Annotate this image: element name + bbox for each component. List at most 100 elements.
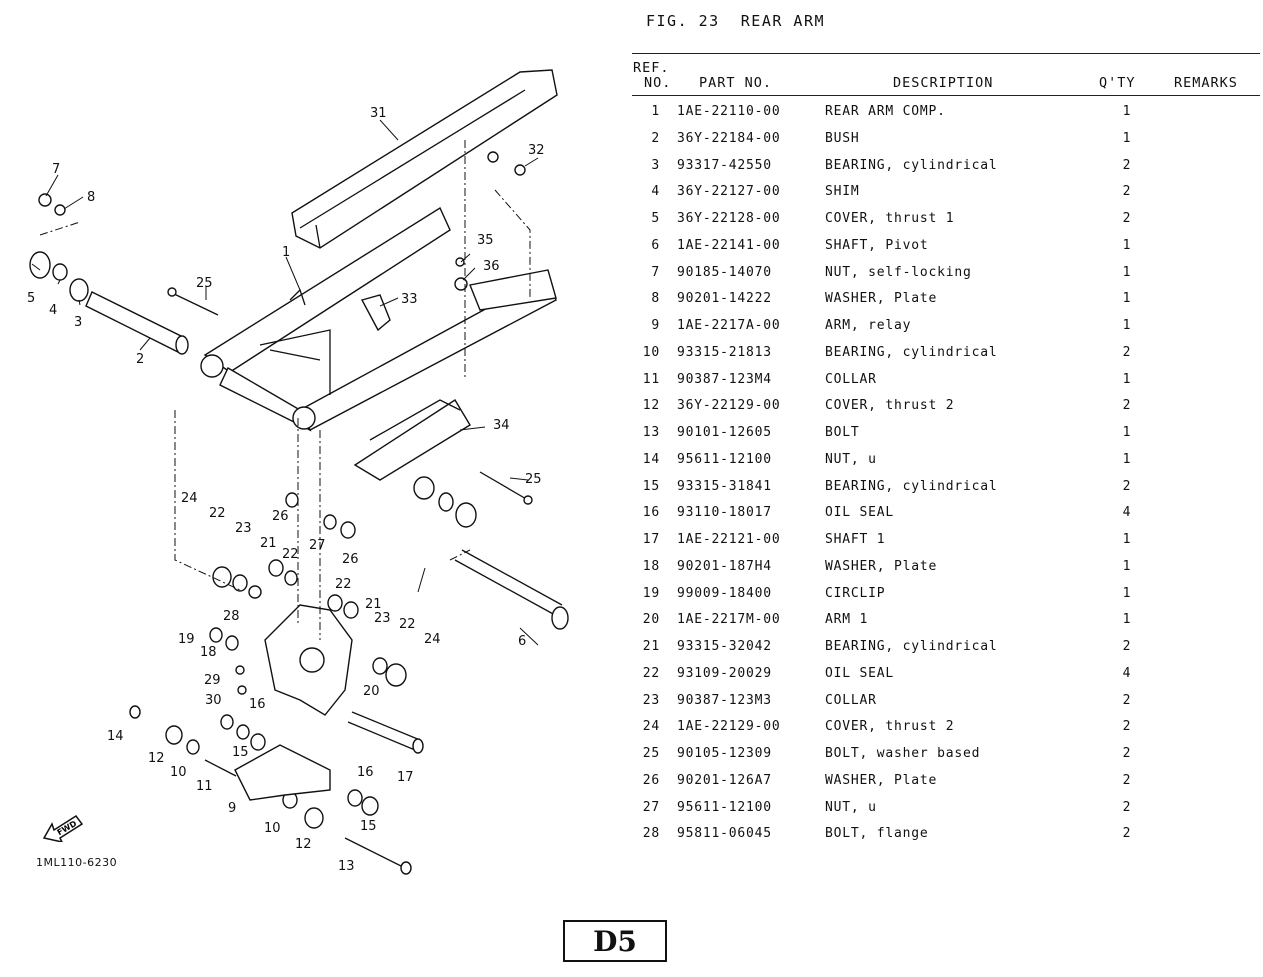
quantity: 2: [1122, 344, 1132, 360]
quantity: 2: [1122, 692, 1132, 708]
part-no: 90387-123M4: [677, 371, 772, 387]
part-no: 99009-18400: [677, 585, 772, 601]
callout-1: 1: [282, 245, 290, 260]
ref-no: 25: [642, 746, 660, 761]
ref-no: 20: [642, 612, 660, 628]
description: BOLT, washer based: [825, 746, 981, 761]
callout-16a: 16: [249, 697, 266, 712]
description: BOLT: [825, 425, 860, 440]
forward-arrow-icon: FWD: [42, 814, 84, 842]
ref-no: 19: [642, 585, 660, 601]
bracket-part: [360, 294, 391, 332]
callout-25b: 25: [525, 472, 542, 487]
callout-5: 5: [27, 291, 35, 306]
callout-26b: 26: [342, 552, 359, 567]
part-no: 1AE-2217A-00: [677, 318, 781, 333]
callout-27: 27: [309, 538, 326, 553]
description: WASHER, Plate: [825, 291, 938, 307]
ref-no: 15: [642, 478, 660, 494]
callout-15a: 15: [232, 745, 249, 760]
callout-21a: 21: [260, 536, 277, 551]
callout-15b: 15: [360, 819, 377, 834]
callout-36: 36: [483, 259, 500, 274]
part-no: 1AE-22110-00: [677, 104, 781, 119]
description: SHAFT, Pivot: [825, 237, 929, 253]
quantity: 1: [1122, 318, 1132, 333]
ref-no: 5: [651, 211, 660, 226]
callout-labels: 1 2 3 4 5 6 7 8 9 10 10 11 12 12 13 14 1…: [27, 106, 545, 874]
ref-no: 16: [642, 505, 660, 521]
part-no: 90185-14070: [677, 264, 772, 280]
callout-11: 11: [196, 779, 213, 794]
part-no: 36Y-22127-00: [677, 184, 781, 200]
description: BEARING, cylindrical: [825, 157, 998, 173]
quantity: 2: [1122, 746, 1132, 761]
part-no: 93110-18017: [677, 505, 772, 521]
quantity: 4: [1122, 665, 1132, 681]
header-part-no: PART NO.: [699, 75, 773, 91]
ref-no: 9: [651, 318, 660, 333]
quantity: 2: [1122, 211, 1132, 226]
part-no: 90201-14222: [677, 291, 772, 307]
table-header-rule: [632, 95, 1260, 96]
part-no: 1AE-22129-00: [677, 719, 781, 735]
callout-32: 32: [528, 143, 545, 158]
callout-4: 4: [49, 303, 57, 318]
quantity: 1: [1122, 371, 1132, 387]
part-no: 93315-21813: [677, 344, 772, 360]
header-remarks: REMARKS: [1174, 75, 1238, 91]
callout-28: 28: [223, 609, 240, 624]
bush-part: [85, 291, 189, 355]
callout-10a: 10: [264, 821, 281, 836]
callout-13: 13: [338, 859, 355, 874]
callout-21b: 21: [365, 597, 382, 612]
callout-22d: 22: [399, 617, 416, 632]
description: WASHER, Plate: [825, 772, 938, 788]
page-label: D5: [593, 924, 637, 958]
part-no: 95611-12100: [677, 451, 772, 467]
part-no: 93315-32042: [677, 639, 772, 654]
description: REAR ARM COMP.: [825, 104, 946, 119]
ref-no: 13: [642, 425, 660, 440]
callout-6: 6: [518, 634, 526, 649]
part-no: 90201-187H4: [677, 558, 772, 574]
ref-no: 27: [642, 799, 660, 815]
ref-no: 26: [642, 772, 660, 788]
callout-24a: 24: [181, 491, 198, 506]
callout-18: 18: [200, 645, 217, 660]
callout-35: 35: [477, 233, 494, 248]
quantity: 2: [1122, 157, 1132, 173]
ref-no: 22: [642, 665, 660, 681]
description: BEARING, cylindrical: [825, 478, 998, 494]
ref-no: 23: [642, 692, 660, 708]
description: BOLT, flange: [825, 826, 929, 842]
ref-no: 7: [651, 264, 660, 280]
ref-no: 11: [642, 371, 660, 387]
header-ref-line2: NO.: [644, 75, 672, 91]
ref-no: 1: [651, 104, 660, 119]
quantity: 1: [1122, 291, 1132, 307]
quantity: 2: [1122, 184, 1132, 200]
ref-no: 3: [651, 157, 660, 173]
callout-3: 3: [74, 315, 82, 330]
callout-24b: 24: [424, 632, 441, 647]
chain-guard-part: [291, 69, 558, 249]
ref-no: 18: [642, 558, 660, 574]
quantity: 1: [1122, 451, 1132, 467]
ref-no: 8: [651, 291, 660, 307]
chain-slider-part: [353, 399, 471, 481]
description: NUT, u: [825, 451, 877, 467]
page-label-box: D5: [563, 920, 667, 962]
